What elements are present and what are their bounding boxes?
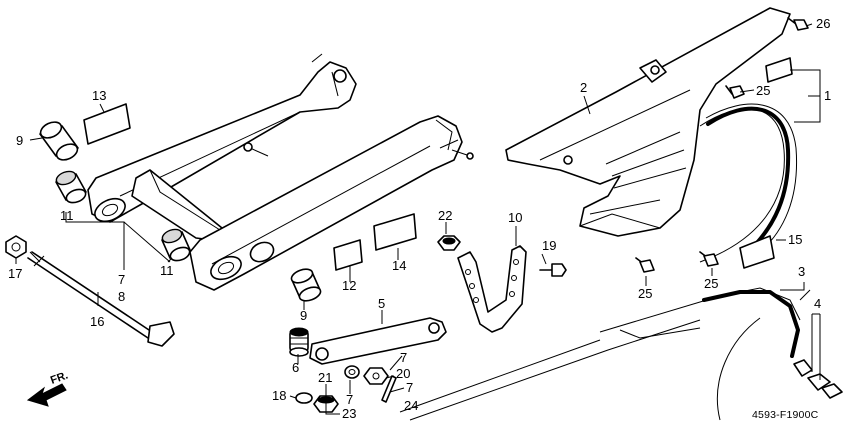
callout-3: 3 bbox=[798, 264, 805, 279]
nut-17 bbox=[5, 235, 27, 259]
leader-lines bbox=[15, 23, 821, 415]
front-direction-arrow: FR. bbox=[26, 369, 70, 407]
callout-11-lower: 11 bbox=[160, 263, 174, 278]
callout-11-upper: 11 bbox=[60, 208, 74, 223]
cotter-pin-24 bbox=[381, 375, 397, 403]
callout-9-upper: 9 bbox=[16, 133, 23, 148]
chain-case-2 bbox=[505, 7, 791, 237]
bolt-25-left bbox=[635, 257, 655, 273]
bolt-26 bbox=[787, 17, 809, 31]
label-plate-13 bbox=[83, 103, 131, 145]
callout-23: 23 bbox=[342, 406, 356, 421]
callout-25-right: 25 bbox=[704, 276, 718, 291]
callout-labels: 9 13 11 11 17 7 8 16 12 14 9 5 6 7 20 7 … bbox=[8, 16, 831, 421]
callout-19: 19 bbox=[542, 238, 556, 253]
callout-22: 22 bbox=[438, 208, 452, 223]
callout-25-left: 25 bbox=[638, 286, 652, 301]
nut-22 bbox=[437, 235, 461, 251]
callout-16: 16 bbox=[90, 314, 104, 329]
master-link-4 bbox=[793, 359, 843, 399]
front-direction-label: FR. bbox=[49, 369, 70, 386]
callout-7-pin: 7 bbox=[406, 380, 413, 395]
callout-7-link: 7 bbox=[400, 350, 407, 365]
bolt-25-upper bbox=[725, 85, 745, 99]
collar-6 bbox=[289, 327, 309, 357]
callout-7-washer: 7 bbox=[346, 392, 353, 407]
callout-2: 2 bbox=[580, 80, 587, 95]
washer-18 bbox=[295, 392, 313, 404]
callout-17: 17 bbox=[8, 266, 22, 281]
pivot-bolt-16 bbox=[27, 251, 175, 347]
callout-15: 15 bbox=[788, 232, 802, 247]
callout-6: 6 bbox=[292, 360, 299, 375]
swing-arm bbox=[87, 53, 474, 291]
washer-7 bbox=[344, 365, 360, 379]
bushing-11-upper bbox=[55, 170, 87, 204]
drive-chain-3 bbox=[399, 287, 801, 421]
callout-18: 18 bbox=[272, 388, 286, 403]
bushing-9-upper bbox=[39, 121, 79, 161]
bolt-25-right bbox=[699, 251, 719, 267]
callout-7-swingarm: 7 bbox=[118, 272, 125, 287]
drive-chain-upper bbox=[699, 103, 798, 263]
nut-20 bbox=[363, 367, 389, 385]
label-plate-14 bbox=[373, 213, 417, 251]
callout-1: 1 bbox=[824, 88, 831, 103]
callout-24: 24 bbox=[404, 398, 418, 413]
callout-14: 14 bbox=[392, 258, 406, 273]
label-plate-1 bbox=[765, 57, 793, 83]
callout-5: 5 bbox=[378, 296, 385, 311]
diagram-code: 4593-F1900C bbox=[752, 409, 819, 421]
bolt-19 bbox=[539, 263, 567, 277]
label-plate-12 bbox=[333, 239, 363, 271]
callout-21: 21 bbox=[318, 370, 332, 385]
callout-25-upper: 25 bbox=[756, 83, 770, 98]
link-plate-5 bbox=[309, 317, 447, 365]
bracket-10 bbox=[457, 245, 527, 333]
callout-13: 13 bbox=[92, 88, 106, 103]
label-plate-15 bbox=[739, 235, 775, 269]
bushing-9-lower bbox=[290, 268, 322, 302]
callout-8: 8 bbox=[118, 289, 125, 304]
callout-26: 26 bbox=[816, 16, 830, 31]
callout-10: 10 bbox=[508, 210, 522, 225]
bushing-11-lower bbox=[161, 228, 191, 262]
callout-9-lower: 9 bbox=[300, 308, 307, 323]
callout-12: 12 bbox=[342, 278, 356, 293]
callout-4: 4 bbox=[814, 296, 821, 311]
callout-20: 20 bbox=[396, 366, 410, 381]
